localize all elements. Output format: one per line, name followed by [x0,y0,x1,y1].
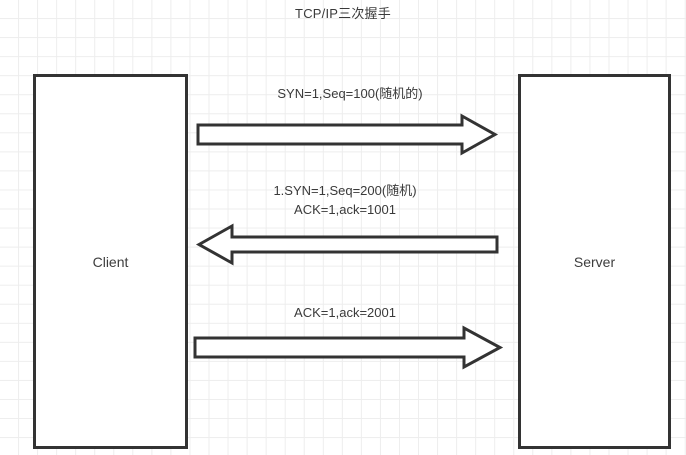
message-1-line-1: SYN=1,Seq=100(随机的) [277,86,423,101]
node-client-label: Client [92,253,129,270]
node-server[interactable]: Server [518,74,671,449]
message-1-label: SYN=1,Seq=100(随机的) [200,84,500,103]
message-2-label: 1.SYN=1,Seq=200(随机) ACK=1,ack=1001 [195,181,495,219]
block-arrow-right-shape [193,325,504,370]
page-title: TCP/IP三次握手 [295,6,391,21]
arrow-server-to-client-2 [195,223,499,266]
message-2-line-1: 1.SYN=1,Seq=200(随机) [273,183,417,198]
message-2-line-2: ACK=1,ack=1001 [294,202,396,217]
arrow-client-to-server-1 [196,113,499,156]
node-server-label: Server [573,253,616,270]
node-client[interactable]: Client [33,74,188,449]
block-arrow-right-shape [196,113,499,156]
message-3-label: ACK=1,ack=2001 [195,303,495,322]
arrow-client-to-server-3 [193,325,504,370]
message-3-line-1: ACK=1,ack=2001 [294,305,396,320]
block-arrow-left-shape [195,223,499,266]
